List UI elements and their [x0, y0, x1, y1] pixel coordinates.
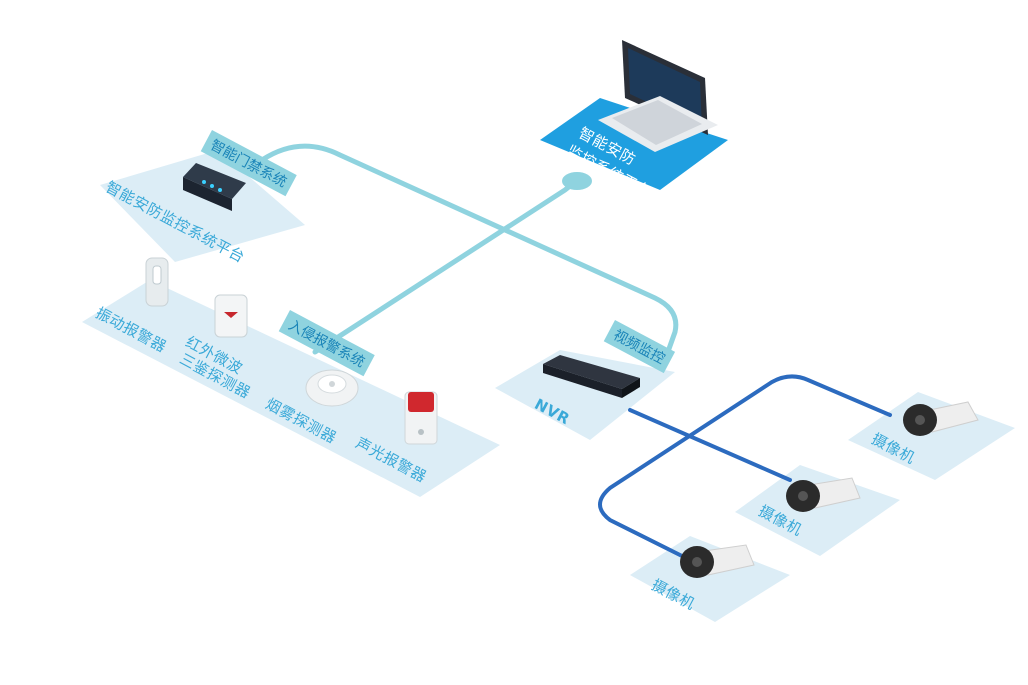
link-camera-1-to-camera-3	[598, 374, 892, 562]
panel-camera-3	[630, 536, 790, 622]
monitor-icon	[598, 40, 718, 152]
siren-icon	[404, 391, 438, 445]
link-nvr-to-camera-2	[628, 408, 792, 482]
panel-camera-2	[735, 465, 900, 556]
panel-nvr	[495, 350, 675, 440]
panel-access-control	[100, 150, 305, 262]
infrared-detector-icon	[214, 294, 248, 338]
link-intrusion-to-platform	[312, 179, 578, 355]
nvr-device-icon	[543, 355, 640, 398]
camera-2-icon	[786, 477, 861, 512]
smoke-detector-icon	[305, 369, 359, 407]
hub-node	[562, 172, 592, 190]
vibration-sensor-icon	[145, 257, 169, 307]
panel-intrusion	[82, 280, 500, 497]
link-access-to-video	[259, 143, 679, 363]
camera-3-icon	[680, 544, 755, 578]
panel-platform	[540, 98, 728, 190]
access-control-panel-icon	[183, 163, 246, 211]
camera-1-icon	[903, 401, 979, 436]
